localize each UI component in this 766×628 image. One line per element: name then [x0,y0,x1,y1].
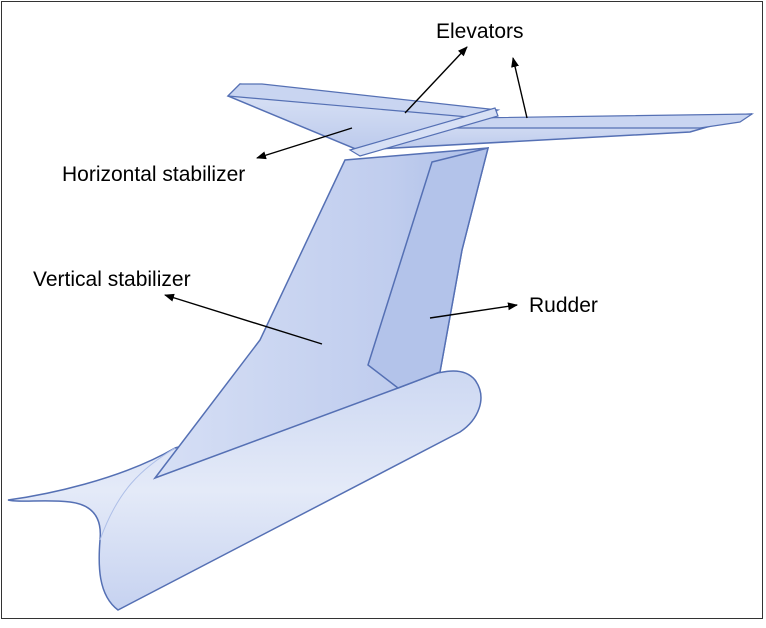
elevator-right [453,113,755,129]
arrow-vertical-stabilizer [164,293,323,345]
arrow-elevators-left [404,46,468,114]
label-rudder: Rudder [529,294,598,317]
elevator-left [226,83,501,119]
fuselage-tailcone [7,370,482,611]
arrow-horizontal-stabilizer [256,127,353,160]
fuselage-highlight [99,447,176,541]
label-vertical-stabilizer: Vertical stabilizer [33,268,191,291]
label-horizontal-stabilizer: Horizontal stabilizer [62,163,245,186]
rudder-shape [367,146,490,389]
arrow-elevators-right [511,57,528,119]
label-elevators: Elevators [436,20,524,43]
arrow-rudder [429,302,518,319]
stabilizer-root [348,107,499,157]
